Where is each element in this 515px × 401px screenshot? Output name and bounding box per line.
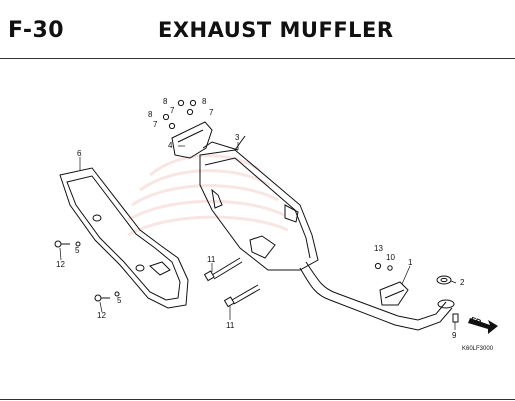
screws-left [54, 240, 120, 302]
callout-2: 2 [460, 278, 465, 287]
header-divider [0, 58, 515, 59]
callout-6: 6 [77, 149, 82, 158]
callout-8: 8 [148, 110, 153, 119]
callout-1: 1 [408, 258, 413, 267]
cover-part [171, 121, 213, 159]
callout-9: 9 [452, 331, 457, 340]
callout-11: 11 [226, 321, 235, 330]
callout-5: 5 [75, 246, 80, 255]
mounting-bolts [203, 257, 261, 308]
brand-watermark [127, 154, 289, 237]
muffler-body-part [199, 135, 319, 271]
gasket-part [436, 275, 452, 285]
bracket-part [379, 281, 409, 306]
callout-8: 8 [202, 97, 207, 106]
section-code: F-30 [8, 18, 65, 43]
callout-11: 11 [207, 255, 216, 264]
callout-13: 13 [374, 244, 383, 253]
callout-12: 12 [97, 311, 106, 320]
bolt-set-top [162, 99, 197, 130]
exhaust-pipe-part [299, 261, 455, 331]
callout-3: 3 [235, 133, 240, 142]
callout-12: 12 [56, 260, 65, 269]
callout-8: 8 [163, 97, 168, 106]
page-title: EXHAUST MUFFLER [158, 18, 394, 42]
small-fasteners-right [374, 262, 459, 323]
callout-7: 7 [153, 120, 158, 129]
callout-10: 10 [386, 253, 395, 262]
callout-7: 7 [209, 108, 214, 117]
callout-leaders [59, 142, 457, 330]
callout-7: 7 [170, 106, 175, 115]
callout-4: 4 [168, 141, 173, 150]
front-direction-label: FR. [469, 315, 484, 328]
reference-code: K60LF3000 [462, 346, 494, 352]
front-direction-arrow [468, 318, 498, 334]
footer-divider [0, 399, 515, 400]
heat-shield-part [59, 167, 189, 309]
callout-5: 5 [117, 296, 122, 305]
